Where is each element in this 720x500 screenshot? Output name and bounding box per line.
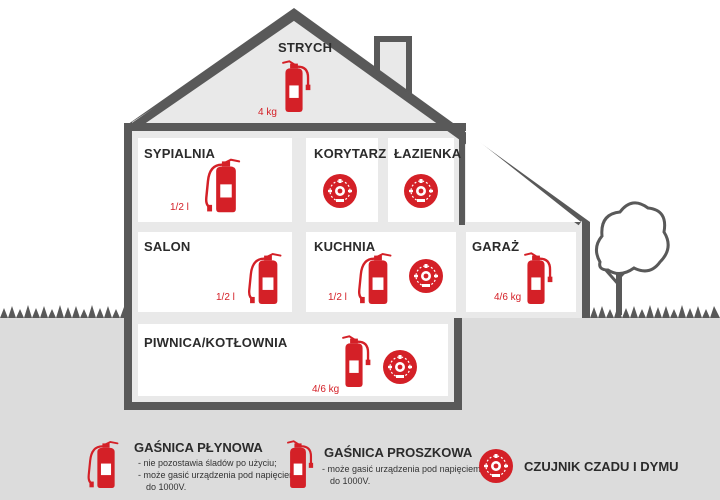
attic-capacity: 4 kg xyxy=(258,107,277,118)
basement-detector-icon xyxy=(382,349,418,385)
legend-powder-title: GAŚNICA PROSZKOWA xyxy=(324,445,473,460)
legend-liquid-title: GAŚNICA PŁYNOWA xyxy=(134,440,263,455)
living-label: SALON xyxy=(144,239,191,254)
grass-right xyxy=(462,305,720,318)
basement-label: PIWNICA/KOTŁOWNIA xyxy=(144,335,288,350)
kitchen-label: KUCHNIA xyxy=(314,239,376,254)
legend-liquid-note-1: - nie pozostawia śladów po użyciu; xyxy=(138,458,277,468)
basement-capacity: 4/6 kg xyxy=(312,384,339,395)
kitchen-capacity: 1/2 l xyxy=(328,292,347,303)
legend-powder-note-2: do 1000V. xyxy=(330,476,370,486)
garage-capacity: 4/6 kg xyxy=(494,292,521,303)
legend-powder-note-1: - może gasić urządzenia pod napięciem xyxy=(322,464,481,474)
tree-icon xyxy=(595,201,670,315)
corridor-detector-icon xyxy=(322,173,358,209)
room-bedroom xyxy=(138,138,292,222)
legend-liquid-note-2: - może gasić urządzenia pod napięciem xyxy=(138,470,297,480)
bathroom-label: ŁAZIENKA xyxy=(394,146,462,161)
corridor-label: KORYTARZ xyxy=(314,146,386,161)
bathroom-detector-icon xyxy=(403,173,439,209)
legend-liquid-note-3: do 1000V. xyxy=(146,482,186,492)
bedroom-capacity: 1/2 l xyxy=(170,202,189,213)
grass-left xyxy=(0,305,128,318)
garage-label: GARAŻ xyxy=(472,239,519,254)
living-capacity: 1/2 l xyxy=(216,292,235,303)
room-garage xyxy=(466,232,576,312)
legend-detector-icon xyxy=(478,448,514,484)
kitchen-detector-icon xyxy=(408,258,444,294)
bedroom-label: SYPIALNIA xyxy=(144,146,216,161)
attic-label: STRYCH xyxy=(278,40,332,55)
legend-detector-title: CZUJNIK CZADU I DYMU xyxy=(524,459,679,474)
